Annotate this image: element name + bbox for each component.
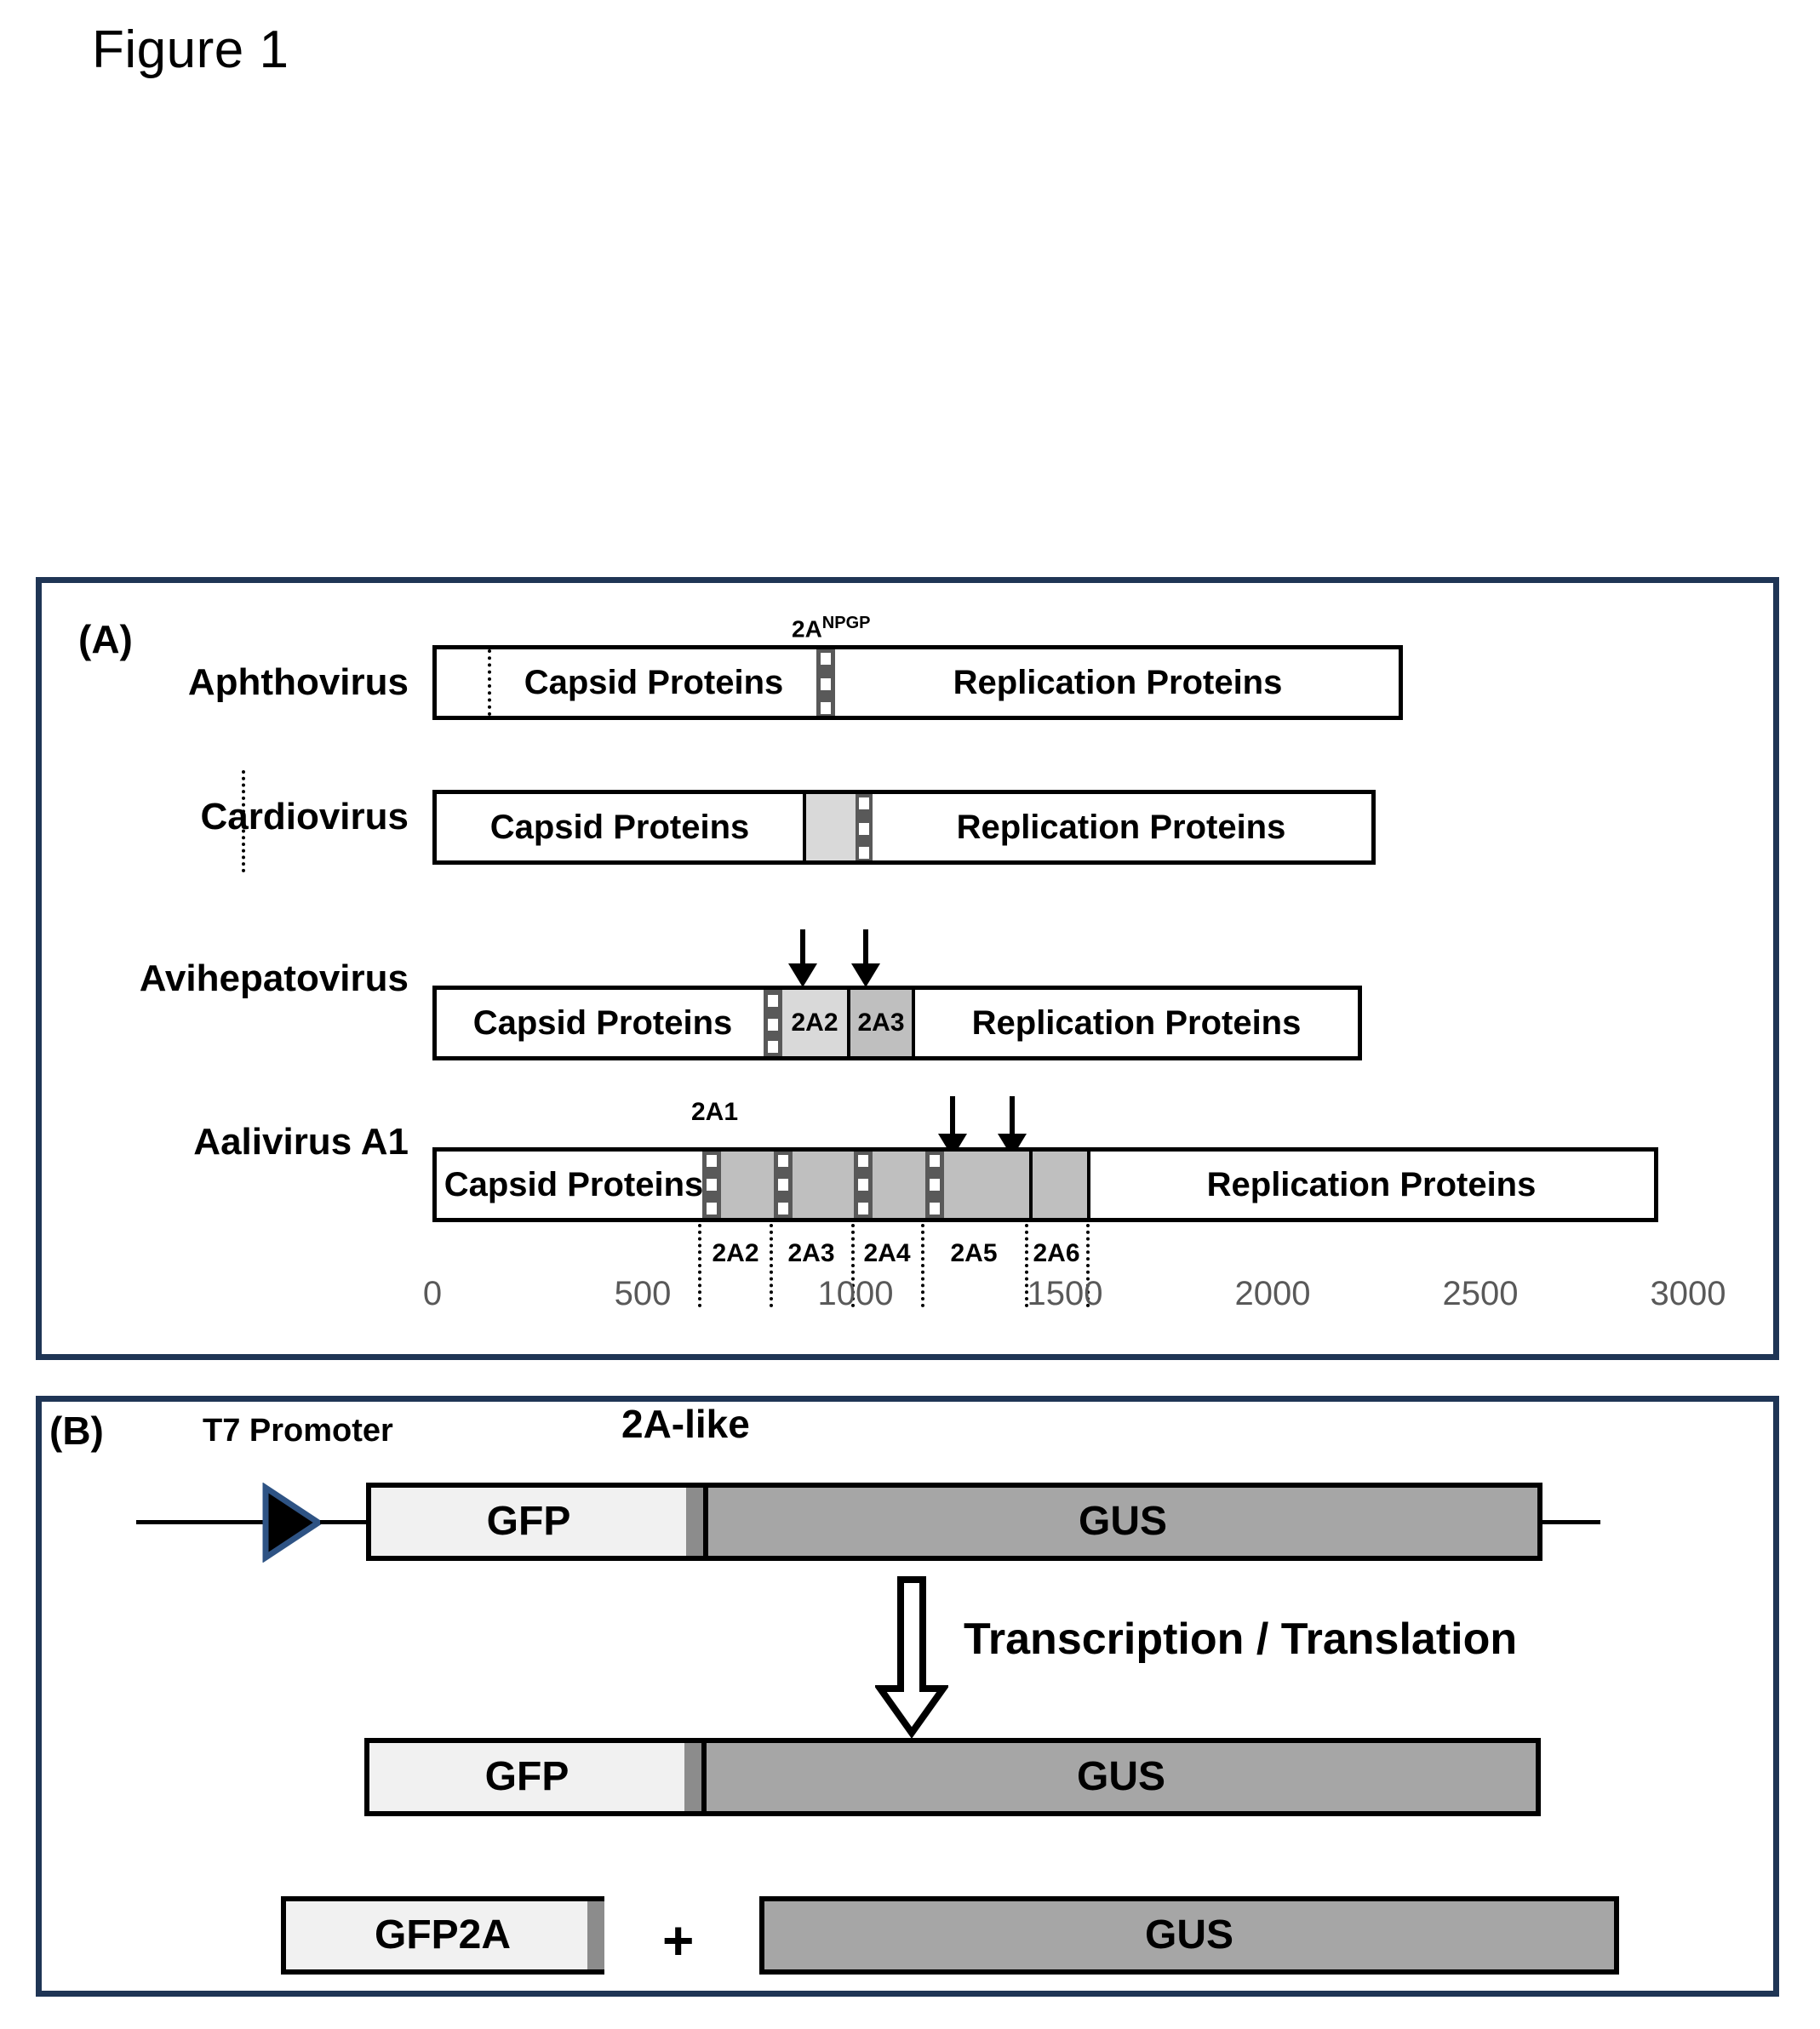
fusion-gfp-box: GFP (364, 1738, 690, 1816)
orf-cardiovirus: Capsid Proteins Replication Proteins (432, 790, 1376, 865)
avihepatovirus-segment-2a2: 2A2 (782, 990, 847, 1056)
construct-gus-box: GUS (703, 1483, 1542, 1561)
avihepatovirus-2a1-segment (764, 990, 782, 1056)
construct-gus-label: GUS (1078, 1499, 1167, 1544)
product-gus-label: GUS (1144, 1912, 1233, 1958)
construct-line-mid (320, 1520, 371, 1524)
product-gus-box: GUS (759, 1896, 1619, 1975)
fusion-2a-separator (684, 1738, 703, 1816)
aalivirus-segment-2a5 (944, 1152, 1029, 1218)
aalivirus-segment-2a6 (1029, 1152, 1090, 1218)
aalivirus-segment-2a4-label: 2A4 (863, 1239, 911, 1267)
aphthovirus-capsid-label: Capsid Proteins (524, 664, 784, 701)
aalivirus-tick-2a3-right (851, 1224, 855, 1307)
transcription-translation-arrow-icon (875, 1576, 948, 1738)
t7-promoter-label: T7 Promoter (203, 1413, 393, 1449)
axis-tick-500: 500 (614, 1275, 672, 1312)
transcription-translation-label: Transcription / Translation (964, 1615, 1518, 1664)
figure-title: Figure 1 (92, 20, 289, 79)
aalivirus-tick-2a4-right (921, 1224, 924, 1307)
aalivirus-segment-2a5-label: 2A5 (950, 1239, 998, 1267)
avihepatovirus-cleavage-arrow-1 (788, 929, 817, 987)
fusion-gus-label: GUS (1076, 1754, 1165, 1799)
construct-line-right (1537, 1520, 1600, 1524)
aalivirus-segment-2a1 (702, 1152, 721, 1218)
product-gfp2a-box: GFP2A (281, 1896, 604, 1975)
panel-a-label: (A) (78, 617, 133, 661)
aphthovirus-dotted-divider (488, 649, 491, 716)
panel-b-label: (B) (49, 1409, 104, 1453)
cardiovirus-replication-label: Replication Proteins (956, 809, 1286, 846)
construct-line-left (136, 1520, 264, 1524)
aalivirus-separator-2a2-2a3 (774, 1152, 793, 1218)
aalivirus-separator-2a3-2a4 (854, 1152, 873, 1218)
aalivirus-segment-2a4 (873, 1152, 925, 1218)
avihepatovirus-segment-2a2-label: 2A2 (791, 1009, 838, 1037)
avihepatovirus-capsid-label: Capsid Proteins (472, 1004, 733, 1042)
cardiovirus-2a-dark-segment (856, 794, 873, 860)
aalivirus-segment-2a2 (721, 1152, 774, 1218)
aphthovirus-replication-label: Replication Proteins (953, 664, 1283, 701)
aalivirus-tick-2a2-right (770, 1224, 773, 1307)
aalivirus-segment-2a3-label: 2A3 (787, 1239, 835, 1267)
t7-promoter-arrow-icon (262, 1483, 323, 1563)
construct-2a-like-separator (686, 1483, 705, 1561)
aalivirus-separator-2a4-2a5 (925, 1152, 944, 1218)
axis-tick-1000: 1000 (817, 1275, 894, 1312)
2a-like-label: 2A-like (621, 1402, 750, 1446)
aalivirus-capsid-label: Capsid Proteins (444, 1166, 704, 1203)
axis-tick-2000: 2000 (1234, 1275, 1311, 1312)
aalivirus-tick-2a5-right (1025, 1224, 1028, 1307)
cardiovirus-2a-light-segment (803, 794, 856, 860)
avihepatovirus-segment-2a3: 2A3 (847, 990, 915, 1056)
row-label-cardiovirus: Cardiovirus (200, 796, 409, 837)
aalivirus-tick-2a6-right (1086, 1224, 1090, 1307)
row-label-aphthovirus: Aphthovirus (187, 661, 409, 703)
aalivirus-replication-label: Replication Proteins (1206, 1166, 1537, 1203)
axis-tick-2500: 2500 (1442, 1275, 1519, 1312)
row-label-avihepatovirus: Avihepatovirus (139, 957, 409, 999)
cardiovirus-capsid-label: Capsid Proteins (489, 809, 750, 846)
product-gfp2a-label: GFP2A (374, 1912, 512, 1958)
avihepatovirus-replication-label: Replication Proteins (971, 1004, 1302, 1042)
row-label-aalivirus: Aalivirus A1 (193, 1121, 409, 1163)
axis-tick-1500: 1500 (1027, 1275, 1103, 1312)
cardiovirus-dotted-divider (242, 770, 245, 872)
fusion-gfp-label: GFP (484, 1754, 569, 1799)
aalivirus-2a1-label: 2A1 (691, 1098, 739, 1126)
aalivirus-segment-2a3 (793, 1152, 854, 1218)
aphthovirus-2a-segment (816, 649, 835, 716)
axis-tick-0: 0 (422, 1275, 443, 1312)
aalivirus-segment-2a2-label: 2A2 (712, 1239, 759, 1267)
construct-gfp-box: GFP (366, 1483, 691, 1561)
orf-aalivirus: Capsid Proteins Replication Proteins (432, 1147, 1658, 1222)
fusion-gus-box: GUS (701, 1738, 1541, 1816)
orf-avihepatovirus: Capsid Proteins 2A2 2A3 Replication Prot… (432, 986, 1362, 1060)
aphthovirus-2a-npgp-label: 2ANPGP (792, 614, 871, 643)
aalivirus-segment-2a6-label: 2A6 (1033, 1239, 1080, 1267)
axis-tick-3000: 3000 (1650, 1275, 1726, 1312)
avihepatovirus-segment-2a3-label: 2A3 (857, 1009, 905, 1037)
orf-aphthovirus: Capsid Proteins Replication Proteins (432, 645, 1403, 720)
aalivirus-tick-2a2-left (698, 1224, 701, 1307)
product-2a-separator (587, 1896, 604, 1975)
product-plus-sign: + (662, 1910, 695, 1971)
construct-gfp-label: GFP (486, 1499, 571, 1544)
avihepatovirus-cleavage-arrow-2 (851, 929, 880, 987)
